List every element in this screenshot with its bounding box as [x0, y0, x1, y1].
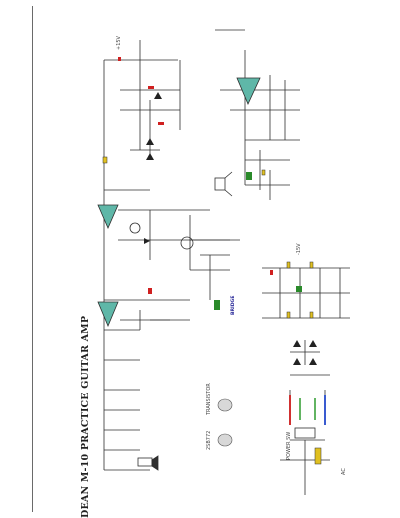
- transistor-q2: [180, 236, 194, 250]
- pinout-diagrams: [217, 398, 233, 447]
- red-components: [118, 57, 273, 294]
- component-labels: BRIDGE POWER SW TRANSISTOR 2SB772 +15V -…: [116, 35, 347, 475]
- input-jack: [137, 455, 159, 471]
- minus15-label: -15V: [296, 243, 302, 255]
- frame-border-line: [32, 6, 33, 512]
- op-amp-2: [97, 301, 119, 328]
- op-amp-3: [236, 77, 261, 105]
- transformer: [289, 395, 326, 439]
- ac-label: AC: [341, 468, 347, 475]
- wiring: [103, 29, 350, 495]
- transistor-label-2: 2SB772: [206, 431, 212, 450]
- green-components: [214, 172, 302, 310]
- bridge-label: BRIDGE: [230, 296, 236, 315]
- power-label: POWER SW: [286, 432, 292, 460]
- capacitors: [102, 156, 322, 465]
- transistor-label-1: TRANSISTOR: [206, 383, 212, 416]
- op-amp-1: [97, 204, 119, 230]
- plus15-label: +15V: [116, 35, 122, 50]
- transistor-q1: [129, 222, 141, 234]
- diodes: [144, 92, 317, 365]
- speaker-jack: [214, 171, 233, 197]
